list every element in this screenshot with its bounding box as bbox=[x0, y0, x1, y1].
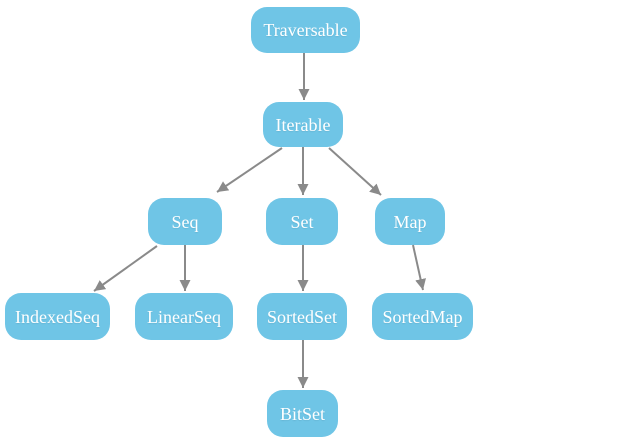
node-label-indexedseq: IndexedSeq bbox=[15, 306, 100, 327]
node-indexedseq: IndexedSeq bbox=[5, 293, 110, 340]
node-label-iterable: Iterable bbox=[275, 114, 331, 135]
node-sortedset: SortedSet bbox=[257, 293, 347, 340]
node-label-linearseq: LinearSeq bbox=[147, 306, 221, 327]
edge-map-sortedmap bbox=[412, 244, 426, 291]
node-iterable: Iterable bbox=[263, 102, 343, 147]
node-seq: Seq bbox=[148, 198, 222, 245]
node-label-traversable: Traversable bbox=[263, 20, 348, 40]
node-linearseq: LinearSeq bbox=[135, 293, 233, 340]
node-label-set: Set bbox=[290, 211, 314, 232]
edge-seq-indexedseq bbox=[93, 245, 158, 292]
node-label-sortedset: SortedSet bbox=[267, 306, 337, 327]
node-bitset: BitSet bbox=[267, 390, 338, 437]
node-traversable: Traversable bbox=[251, 7, 360, 53]
node-label-sortedmap: SortedMap bbox=[382, 306, 463, 327]
edge-iterable-seq bbox=[216, 147, 283, 193]
node-sortedmap: SortedMap bbox=[372, 293, 473, 340]
node-set: Set bbox=[266, 198, 338, 245]
node-label-map: Map bbox=[393, 211, 427, 232]
node-label-seq: Seq bbox=[171, 211, 199, 232]
node-map: Map bbox=[375, 198, 445, 245]
node-label-bitset: BitSet bbox=[279, 403, 325, 424]
edge-iterable-map bbox=[328, 147, 382, 196]
